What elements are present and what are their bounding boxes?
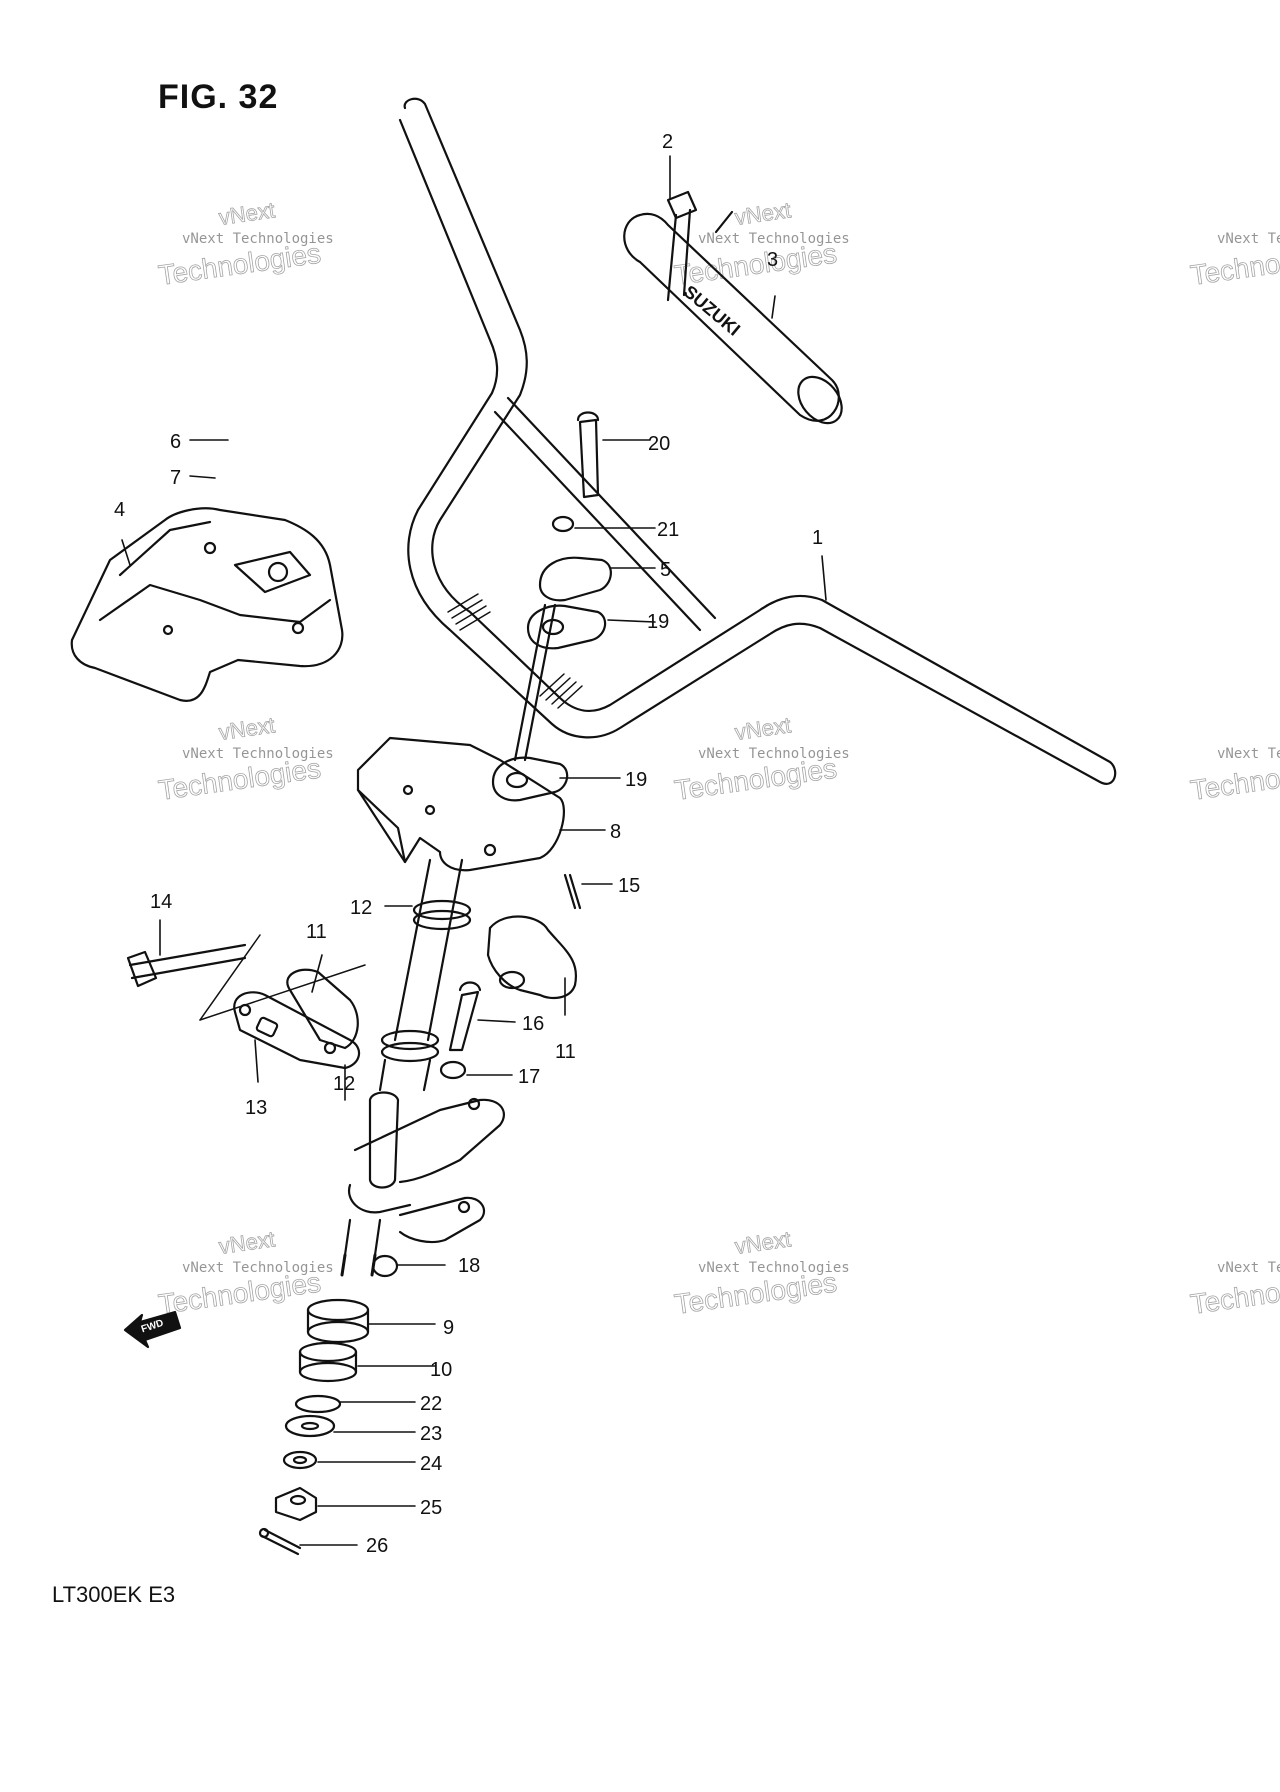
svg-text:vNext Technologies: vNext Technologies	[1217, 746, 1280, 762]
watermark-3: vNext Technologies Technologies	[1188, 231, 1280, 291]
handlebar-clamps	[491, 411, 612, 802]
callout-26: 26	[366, 1535, 388, 1557]
callout-7: 7	[170, 467, 181, 489]
callout-6: 6	[170, 431, 181, 453]
callout-18: 18	[458, 1255, 480, 1277]
watermark-8: vNext Technologies Technologies vNext	[672, 1226, 850, 1320]
svg-text:vNext Technologies: vNext Technologies	[698, 746, 850, 762]
callout-8: 8	[610, 821, 621, 843]
callout-labels: 1 2 3 4 5 6 7 8 9 10 11 11 12 12 13 14 1…	[114, 131, 823, 1557]
watermarks: vNext Technologies Technologies vNext vN…	[156, 197, 1280, 1320]
callout-12a: 12	[350, 897, 372, 919]
callout-3: 3	[767, 249, 778, 271]
watermark-4: vNext Technologies Technologies vNext	[156, 712, 334, 806]
svg-text:vNext: vNext	[217, 1226, 276, 1259]
callout-4: 4	[114, 499, 125, 521]
callout-13: 13	[245, 1097, 267, 1119]
svg-text:vNext: vNext	[733, 197, 792, 230]
handlebar-pad	[623, 190, 843, 425]
svg-text:vNext Technologies: vNext Technologies	[182, 746, 334, 762]
steering-arm	[340, 1091, 505, 1278]
callout-20: 20	[648, 433, 670, 455]
svg-text:vNext Technologies: vNext Technologies	[698, 231, 850, 247]
callout-16: 16	[522, 1013, 544, 1035]
figure-title: FIG. 32	[158, 78, 279, 116]
callout-1: 1	[812, 527, 823, 549]
small-hardware	[439, 873, 582, 1080]
callout-15: 15	[618, 875, 640, 897]
callout-11b: 11	[555, 1041, 576, 1063]
callout-12b: 12	[333, 1073, 355, 1095]
svg-text:vNext: vNext	[733, 1226, 792, 1259]
watermark-7: vNext Technologies Technologies vNext	[156, 1226, 334, 1320]
callout-19b: 19	[625, 769, 647, 791]
svg-text:vNext Technologies: vNext Technologies	[182, 1260, 334, 1276]
watermark-9: vNext Technologies Technologies	[1188, 1260, 1280, 1320]
callout-24: 24	[420, 1453, 442, 1475]
callout-11a: 11	[306, 921, 327, 943]
callout-14: 14	[150, 891, 172, 913]
model-code: LT300EK E3	[52, 1582, 176, 1607]
callout-9: 9	[443, 1317, 454, 1339]
svg-text:vNext Technologies: vNext Technologies	[698, 1260, 850, 1276]
callout-17: 17	[518, 1066, 540, 1088]
svg-text:vNext: vNext	[733, 712, 792, 745]
handlebar	[398, 97, 1117, 785]
shaft-holders	[126, 915, 578, 1070]
callout-22: 22	[420, 1393, 442, 1415]
leader-lines	[121, 155, 827, 1546]
watermark-2: vNext Technologies Technologies vNext	[672, 197, 850, 291]
svg-text:vNext Technologies: vNext Technologies	[182, 231, 334, 247]
steering-bracket	[356, 736, 565, 872]
svg-text:vNext Technologies: vNext Technologies	[1217, 231, 1280, 247]
callout-25: 25	[420, 1497, 442, 1519]
callout-2: 2	[662, 131, 673, 153]
watermark-1: vNext Technologies Technologies vNext	[156, 197, 334, 291]
callout-10: 10	[430, 1359, 452, 1381]
svg-text:vNext Technologies: vNext Technologies	[1217, 1260, 1280, 1276]
callout-5: 5	[660, 559, 671, 581]
steering-shaft	[378, 858, 472, 1092]
bearing-stack	[258, 1298, 370, 1556]
svg-text:vNext: vNext	[217, 197, 276, 230]
callout-21: 21	[657, 519, 679, 541]
handlebar-cover	[70, 507, 344, 702]
watermark-6: vNext Technologies Technologies	[1188, 746, 1280, 806]
fwd-arrow-icon	[123, 1310, 182, 1349]
svg-text:vNext: vNext	[217, 712, 276, 745]
watermark-5: vNext Technologies Technologies vNext	[672, 712, 850, 806]
callout-19a: 19	[647, 611, 669, 633]
callout-23: 23	[420, 1423, 442, 1445]
